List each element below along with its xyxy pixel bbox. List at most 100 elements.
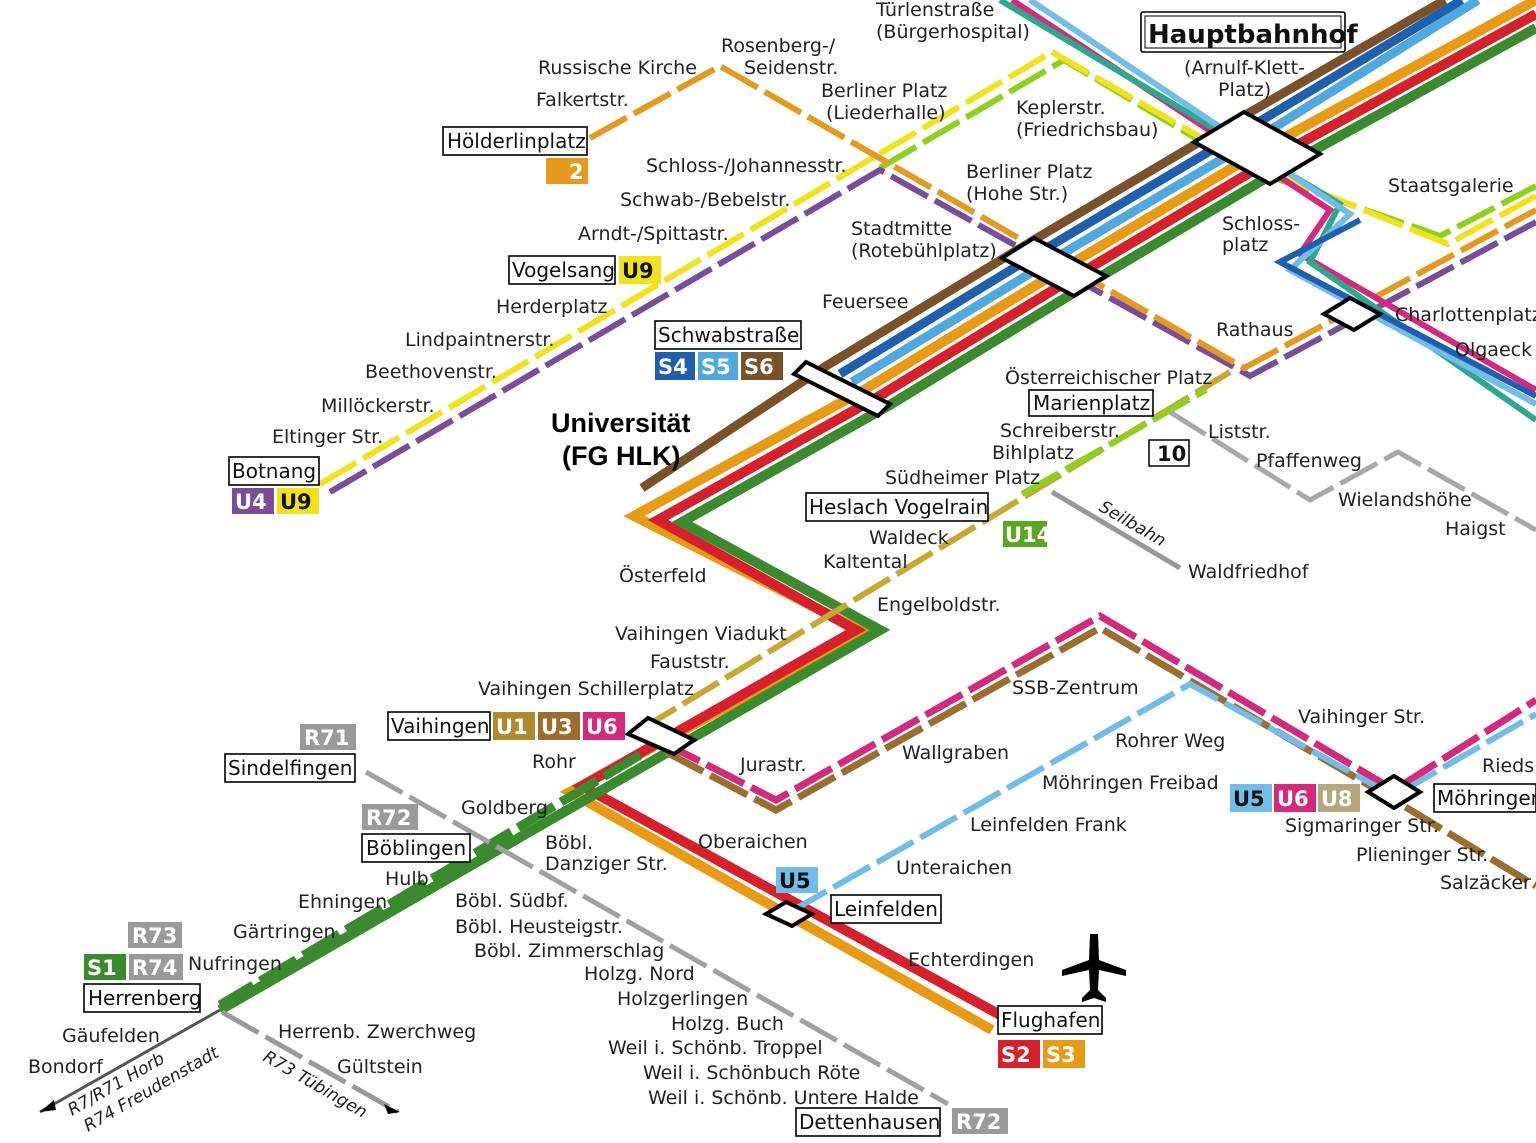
station-label: Wallgraben <box>902 742 1009 764</box>
svg-text:U6: U6 <box>586 715 618 739</box>
svg-text:Leinfelden: Leinfelden <box>834 897 938 921</box>
station-labels: Türlenstraße (Bürgerhospital) Rosenberg-… <box>28 0 1536 1109</box>
station-leinfelden[interactable]: Leinfelden <box>830 894 942 924</box>
svg-text:U4: U4 <box>235 490 267 514</box>
badge-2: 2 <box>546 158 588 184</box>
station-label: Danziger Str. <box>545 853 668 875</box>
station-label: Oberaichen <box>698 831 808 853</box>
station-label: Russische Kirche <box>538 57 697 79</box>
station-label: Arndt-/Spittastr. <box>578 223 729 245</box>
station-label: (Bürgerhospital) <box>876 21 1030 43</box>
badge-s2: S2 <box>998 1040 1040 1068</box>
boxed-station-labels: Hölderlinplatz Vogelsang Botnang Schwabs… <box>83 126 1536 1137</box>
station-moehringen-marker[interactable] <box>1364 773 1424 811</box>
station-leinfelden-marker[interactable] <box>761 899 817 929</box>
badge-u6-moehringen: U6 <box>1274 784 1316 812</box>
station-label: Herrenb. Zwerchweg <box>278 1021 476 1043</box>
badge-u5-moehringen: U5 <box>1230 784 1272 812</box>
station-label: Charlottenplatz <box>1395 304 1536 326</box>
station-label: Sigmaringer Str. <box>1285 815 1439 837</box>
badge-u6: U6 <box>583 712 625 740</box>
station-label: Haigst <box>1445 518 1506 540</box>
station-label: Holzgerlingen <box>617 988 748 1010</box>
svg-text:S2: S2 <box>1001 1043 1031 1067</box>
svg-text:Böblingen: Böblingen <box>366 836 466 860</box>
station-marienplatz[interactable]: Marienplatz <box>1028 389 1154 417</box>
station-label: Möhringen Freibad <box>1042 772 1219 794</box>
svg-text:S1: S1 <box>87 956 117 980</box>
station-herrenberg[interactable]: Herrenberg <box>83 983 202 1013</box>
svg-text:Vaihingen: Vaihingen <box>391 714 490 738</box>
station-label: Eltinger Str. <box>272 426 383 448</box>
line-zahnradbahn <box>1168 409 1536 533</box>
station-label: Rosenberg-/ <box>721 35 836 57</box>
station-label: Gültstein <box>337 1056 423 1078</box>
svg-text:U3: U3 <box>541 715 573 739</box>
station-label: Holzg. Buch <box>671 1013 784 1035</box>
station-label: Gäufelden <box>62 1025 160 1047</box>
station-botnang[interactable]: Botnang <box>228 456 320 486</box>
station-label: Vaihingen Viadukt <box>615 623 787 645</box>
station-moehringen[interactable]: Möhringen <box>1433 783 1536 813</box>
station-flughafen[interactable]: Flughafen <box>997 1005 1103 1035</box>
station-label: Weil i. Schönb. Troppel <box>608 1037 823 1059</box>
svg-text:Heslach Vogelrain: Heslach Vogelrain <box>809 495 988 519</box>
svg-text:R74: R74 <box>132 956 177 980</box>
station-vogelsang[interactable]: Vogelsang <box>508 255 616 285</box>
svg-text:2: 2 <box>569 160 584 184</box>
station-label: Böbl. Heusteigstr. <box>455 916 623 938</box>
station-label: Südheimer Platz <box>885 467 1040 489</box>
station-label: Rohr <box>532 751 576 773</box>
hub-name: Hauptbahnhof <box>1148 20 1358 50</box>
badge-u8: U8 <box>1318 784 1360 812</box>
station-label: Türlenstraße <box>875 0 994 21</box>
svg-text:U9: U9 <box>280 490 312 514</box>
station-stadtmitte-marker[interactable] <box>997 235 1111 299</box>
station-label: Weil i. Schönbuch Röte <box>643 1062 860 1084</box>
svg-text:S5: S5 <box>701 355 731 379</box>
station-label: Leinfelden Frank <box>970 814 1127 836</box>
svg-text:U1: U1 <box>496 715 528 739</box>
line-r7-horb <box>39 1008 221 1114</box>
svg-text:Marienplatz: Marienplatz <box>1033 391 1150 415</box>
hub-hauptbahnhof[interactable]: Hauptbahnhof <box>1140 11 1358 53</box>
svg-text:Sindelfingen: Sindelfingen <box>228 756 352 780</box>
svg-text:S3: S3 <box>1046 1043 1076 1067</box>
station-heslach-vogelrain[interactable]: Heslach Vogelrain <box>805 492 989 522</box>
station-dettenhausen[interactable]: Dettenhausen <box>795 1107 941 1137</box>
station-vaihingen[interactable]: Vaihingen <box>387 711 491 741</box>
station-label: Unteraichen <box>896 857 1012 879</box>
station-label: Echterdingen <box>908 949 1034 971</box>
station-label: Österreichischer Platz <box>1005 366 1212 389</box>
station-label: Schloss- <box>1222 213 1300 235</box>
station-sindelfingen[interactable]: Sindelfingen <box>224 753 356 783</box>
badge-r71: R71 <box>300 724 356 750</box>
station-label: Schwab-/Bebelstr. <box>620 189 790 211</box>
station-vaihingen-marker[interactable] <box>624 715 698 757</box>
svg-text:U5: U5 <box>779 869 811 893</box>
badge-r74: R74 <box>129 954 183 980</box>
station-schwabstrasse-marker[interactable] <box>790 359 894 419</box>
badge-r72-dettenhausen: R72 <box>952 1108 1008 1134</box>
station-label: Vaihinger Str. <box>1298 706 1425 728</box>
line-s5-trunk <box>849 0 1481 386</box>
station-label: Bihlplatz <box>992 442 1074 464</box>
svg-text:R73: R73 <box>132 924 177 948</box>
svg-text:U6: U6 <box>1277 787 1309 811</box>
station-label: Salzäcker <box>1440 872 1531 894</box>
station-charlottenplatz-marker[interactable] <box>1319 295 1385 333</box>
station-hoelderlinplatz[interactable]: Hölderlinplatz <box>442 126 588 156</box>
station-label: SSB-Zentrum <box>1012 677 1139 699</box>
svg-text:R71: R71 <box>304 726 349 750</box>
line-r72-dettenhausen <box>364 769 950 1107</box>
station-label: Goldberg <box>461 797 548 819</box>
station-boeblingen[interactable]: Böblingen <box>361 833 471 863</box>
arrow-west-icon <box>40 1100 56 1112</box>
svg-text:R72: R72 <box>366 806 411 830</box>
station-hauptbahnhof-marker[interactable] <box>1189 109 1325 187</box>
station-label: Hulb <box>385 868 429 890</box>
station-schwabstrasse[interactable]: Schwabstraße <box>654 320 802 350</box>
station-label: Plieninger Str. <box>1356 844 1488 866</box>
station-label: Nufringen <box>188 953 282 975</box>
station-label: Wielandshöhe <box>1338 489 1472 511</box>
